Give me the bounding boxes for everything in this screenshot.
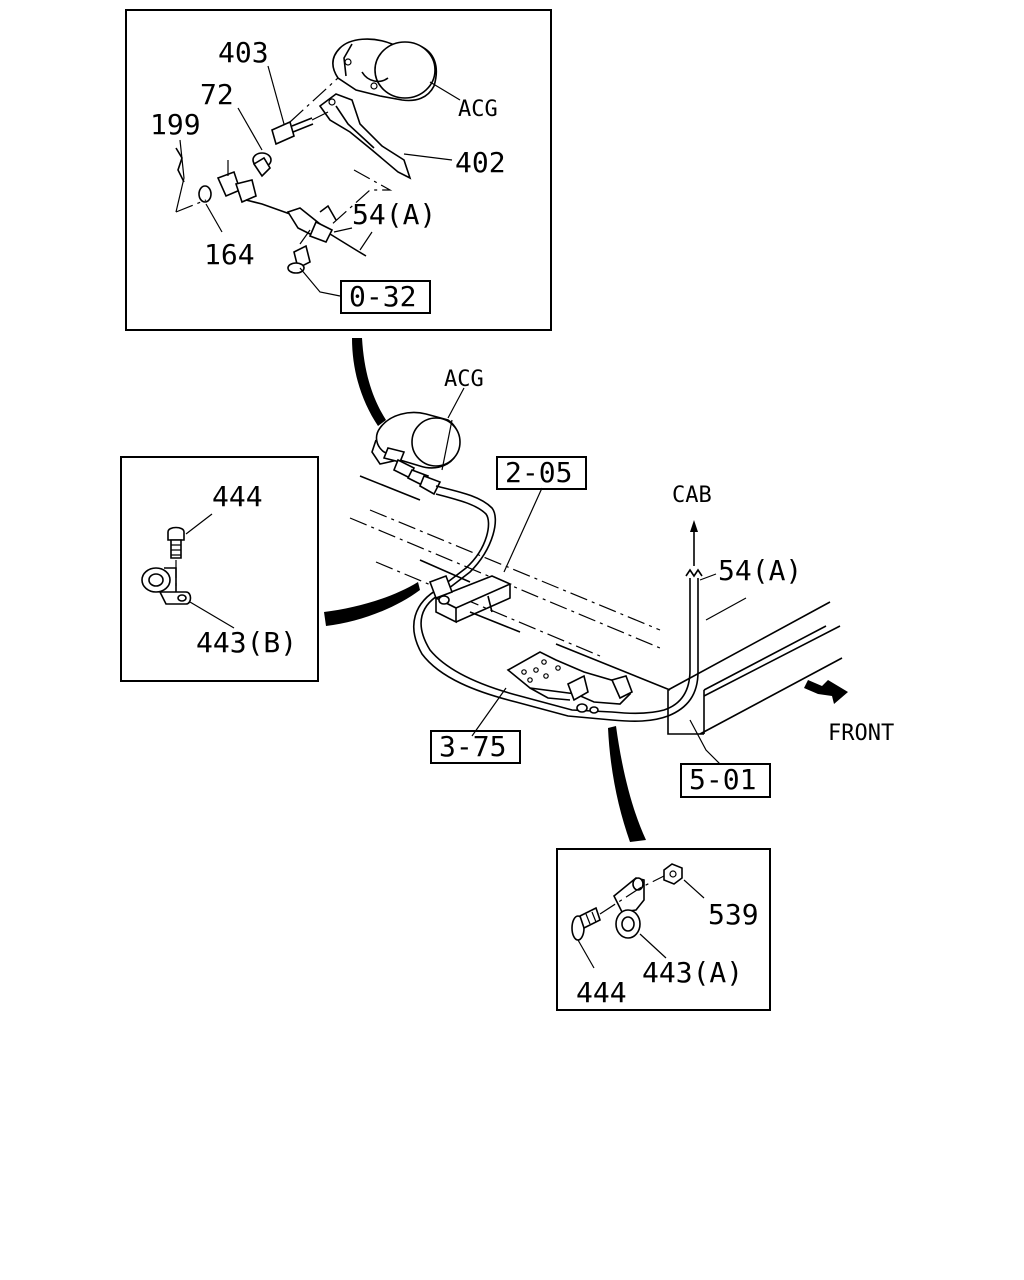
- callout-164: 164: [204, 238, 255, 271]
- clamp-443b: [141, 567, 192, 605]
- top-detail-box: 403 72 199 ACG 402 54(A) 164 0-32: [125, 9, 552, 331]
- callout-443a: 443(A): [642, 956, 743, 989]
- ref-box-5-01: [680, 763, 771, 798]
- leader-444-br: [577, 939, 595, 969]
- bolt-444-left: [167, 526, 185, 559]
- callout-199: 199: [150, 108, 201, 141]
- callout-539: 539: [708, 898, 759, 931]
- leader-539: [683, 879, 705, 899]
- rail-clamp-main: [428, 574, 512, 624]
- clamp-443a: [612, 877, 645, 939]
- main-scene: ACG 2-05 CAB 54(A) FRONT 3-75 5-01: [349, 367, 894, 798]
- leader-444-left: [185, 513, 213, 535]
- callout-acg-main: ACG: [444, 367, 484, 392]
- acg-alternator-top: [332, 38, 438, 102]
- ref-label-2-05: 2-05: [505, 456, 572, 489]
- bottom-right-detail-box: 539 444 443(A): [556, 848, 771, 1011]
- ref-box-0-32: [340, 280, 431, 314]
- pointer-left: [324, 582, 420, 626]
- callout-443b: 443(B): [196, 626, 297, 659]
- ref-box-3-75: [430, 730, 521, 764]
- leader-443a: [639, 933, 667, 959]
- acg-alternator-main: [371, 411, 461, 496]
- callout-444-left: 444: [212, 480, 263, 513]
- br-dash: [599, 875, 665, 915]
- callout-front: FRONT: [828, 721, 894, 746]
- top-dash-chains: [175, 77, 393, 245]
- callout-acg-top: ACG: [458, 97, 498, 122]
- ref-label-5-01: 5-01: [689, 763, 756, 796]
- top-leaders: [175, 65, 461, 297]
- ref-label-3-75: 3-75: [439, 730, 506, 763]
- pointer-bottom-right: [608, 726, 646, 842]
- callout-402: 402: [455, 146, 506, 179]
- bolt-72: [252, 152, 272, 178]
- cable-bracket-main: [506, 651, 634, 714]
- bolt-403: [271, 117, 314, 146]
- cable-clip-top: [175, 147, 291, 215]
- callout-403: 403: [218, 36, 269, 69]
- callout-444-br: 444: [576, 976, 627, 1009]
- ref-box-2-05: [496, 456, 587, 490]
- main-leaders: [447, 387, 747, 765]
- leader-443b: [189, 601, 235, 629]
- callout-54a-main: 54(A): [718, 554, 802, 587]
- bolt-444-br: [571, 906, 601, 941]
- main-cable: [413, 485, 703, 722]
- pointer-top: [352, 338, 386, 426]
- cable-end-top: [286, 204, 367, 274]
- bracket-402: [318, 93, 412, 180]
- callout-72: 72: [200, 78, 234, 111]
- ref-label-0-32: 0-32: [349, 280, 416, 313]
- left-detail-box: 444 443(B): [120, 456, 319, 682]
- front-arrow: [804, 680, 848, 704]
- callout-cab: CAB: [672, 483, 712, 508]
- callout-54a-top: 54(A): [352, 198, 436, 231]
- nut-539: [663, 863, 683, 885]
